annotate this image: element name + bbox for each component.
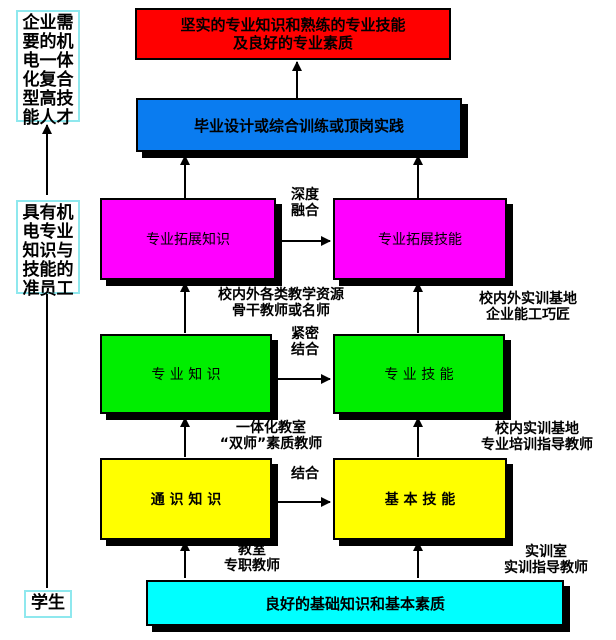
staff-box: 具有机 电专业 知识与 技能的 准员工 xyxy=(16,200,80,299)
top-goal-text: 坚实的专业知识和熟练的专业技能 及良好的专业素质 xyxy=(180,16,406,52)
general-knowledge-box: 通 识 知 识 xyxy=(100,458,272,540)
basic-skill-box: 基 本 技 能 xyxy=(333,458,507,540)
talent-box: 企业需 要的机 电一体 化复合 型高技 能人才 xyxy=(16,10,80,128)
label-classroom-left: 一体化教室 “双师”素质教师 xyxy=(219,420,323,452)
ext-knowledge-box: 专业拓展知识 xyxy=(100,198,276,280)
ext-knowledge-text: 专业拓展知识 xyxy=(146,232,230,248)
graduation-text: 毕业设计或综合训练或顶岗实践 xyxy=(193,116,404,135)
knowledge-text: 专 业 知 识 xyxy=(151,367,221,383)
graduation-box: 毕业设计或综合训练或顶岗实践 xyxy=(136,98,462,152)
label-classroom-right: 校内实训基地 专业培训指导教师 xyxy=(481,421,593,453)
label-resources-right: 校内外实训基地 企业能工巧匠 xyxy=(479,291,577,323)
ext-skill-text: 专业拓展技能 xyxy=(378,232,462,248)
student-box: 学生 xyxy=(24,590,72,618)
foundation-text: 良好的基础知识和基本素质 xyxy=(264,594,445,613)
ext-skill-box: 专业拓展技能 xyxy=(333,198,507,280)
label-teacher-right: 实训室 实训指导教师 xyxy=(504,544,588,576)
general-knowledge-text: 通 识 知 识 xyxy=(150,492,222,508)
label-resources-left: 校内外各类教学资源 骨干教师或名师 xyxy=(218,287,344,319)
knowledge-box: 专 业 知 识 xyxy=(100,334,272,414)
basic-skill-text: 基 本 技 能 xyxy=(384,492,456,508)
top-goal-box: 坚实的专业知识和熟练的专业技能 及良好的专业素质 xyxy=(135,8,451,60)
label-close-combine: 紧密 结合 xyxy=(291,326,319,358)
skill-text: 专 业 技 能 xyxy=(384,367,454,383)
label-teacher-left: 教室 专职教师 xyxy=(224,542,280,574)
label-deep-fusion: 深度 融合 xyxy=(291,187,319,219)
label-combine: 结合 xyxy=(291,466,319,482)
foundation-box: 良好的基础知识和基本素质 xyxy=(146,580,564,626)
skill-box: 专 业 技 能 xyxy=(333,334,505,414)
